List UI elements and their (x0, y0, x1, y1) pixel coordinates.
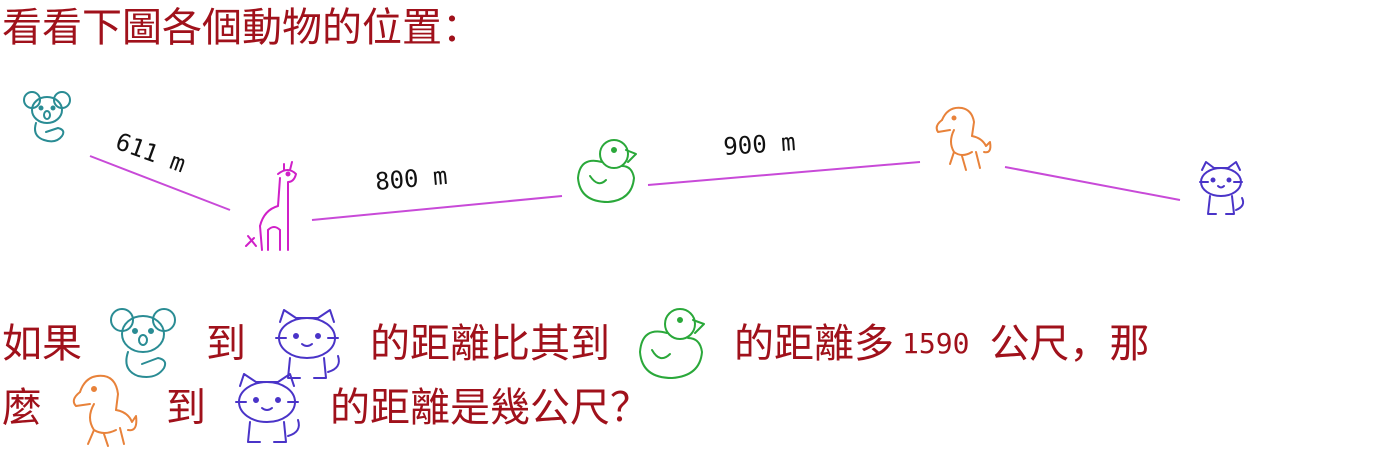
question-text-more: 的距離多 (734, 321, 894, 367)
distance-label-giraffe-duck: 800 m (374, 162, 448, 196)
duck-icon (577, 139, 637, 203)
path-horse-cat (1004, 166, 1181, 201)
animal-distance-diagram: 611 m 800 m 900 m (23, 91, 1245, 251)
question-text-then: 麼 (2, 385, 42, 431)
cat-icon (232, 370, 304, 446)
cat-icon (272, 306, 344, 382)
koala-icon (108, 306, 180, 382)
question-line-1: 如果 到 的距離比其到 (2, 306, 1149, 382)
horse-icon (68, 370, 140, 447)
question-text-how-many: 的距離是幾公尺？ (330, 385, 650, 431)
distance-label-duck-horse: 900 m (722, 128, 796, 161)
question-text-meters: 公尺，那 (989, 321, 1150, 367)
horse-icon (935, 106, 992, 171)
path-giraffe-duck (311, 195, 563, 221)
duck-icon (636, 306, 708, 382)
question-line-2: 麼 到 的距離是幾公尺？ (2, 370, 650, 447)
path-duck-horse (647, 161, 921, 186)
question-text-distance-compare: 的距離比其到 (370, 321, 610, 367)
distance-label-koala-giraffe: 611 m (112, 127, 189, 178)
question-text-to: 到 (206, 321, 246, 367)
page-title: 看看下圖各個動物的位置： (2, 5, 482, 51)
koala-icon (23, 91, 71, 143)
path-koala-giraffe (89, 155, 231, 211)
question-number: 1590 (902, 327, 970, 360)
cat-icon (1199, 161, 1245, 215)
giraffe-icon (245, 161, 297, 251)
question-text-to-2: 到 (166, 385, 206, 431)
question-text-if: 如果 (2, 321, 82, 367)
